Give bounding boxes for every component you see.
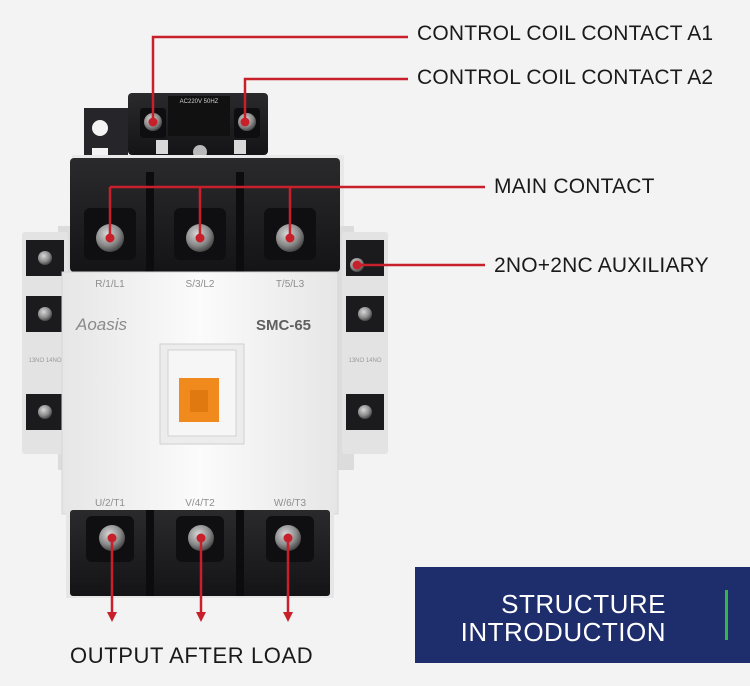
label-coil-contact-a1: CONTROL COIL CONTACT A1 (417, 22, 714, 45)
badge-accent-bar (725, 590, 728, 640)
main-screw-l2 (186, 224, 214, 252)
coil-terminal-block: AC220V 50HZ (128, 93, 268, 159)
output-screw-t2 (188, 525, 214, 551)
main-screw-l3 (276, 224, 304, 252)
aux-screw-right (350, 258, 364, 272)
aux-marking-right: 13NO 14NO (348, 358, 381, 364)
coil-screw-a2 (238, 113, 256, 131)
terminal-label-bottom-3: W/6/T3 (274, 498, 307, 509)
label-main-contact: MAIN CONTACT (494, 175, 655, 198)
contactor-body: R/1/L1 S/3/L2 T/5/L3 Aoasis SMC-65 U/2/T… (61, 271, 339, 515)
output-screw-t3 (275, 525, 301, 551)
terminal-label-bottom-1: U/2/T1 (95, 498, 125, 509)
terminal-label-top-2: S/3/L2 (186, 279, 215, 290)
output-terminal-block (66, 510, 334, 598)
terminal-label-bottom-2: V/4/T2 (185, 498, 215, 509)
auxiliary-block-left: 13NO 14NO (22, 232, 68, 454)
badge-title-line1: STRUCTURE (501, 589, 666, 619)
structure-introduction-badge: STRUCTURE INTRODUCTION (415, 567, 750, 663)
badge-title-line2: INTRODUCTION (460, 617, 666, 647)
terminal-label-top-3: T/5/L3 (276, 279, 305, 290)
coil-screw-a1 (144, 113, 162, 131)
main-terminal-block (70, 158, 340, 272)
main-screw-l1 (96, 224, 124, 252)
model-number: SMC-65 (256, 317, 311, 334)
brand-logo: Aoasis (75, 315, 128, 334)
coil-rating-text: AC220V 50HZ (180, 99, 219, 105)
output-screw-t1 (99, 525, 125, 551)
aux-marking-left: 13NO 14NO (28, 358, 61, 364)
auxiliary-block-right: 13NO 14NO (342, 232, 388, 454)
label-coil-contact-a2: CONTROL COIL CONTACT A2 (417, 66, 714, 89)
label-output-after-load: OUTPUT AFTER LOAD (70, 643, 314, 668)
terminal-label-top-1: R/1/L1 (95, 279, 125, 290)
mounting-bracket (84, 108, 128, 160)
label-auxiliary: 2NO+2NC AUXILIARY (494, 254, 709, 277)
